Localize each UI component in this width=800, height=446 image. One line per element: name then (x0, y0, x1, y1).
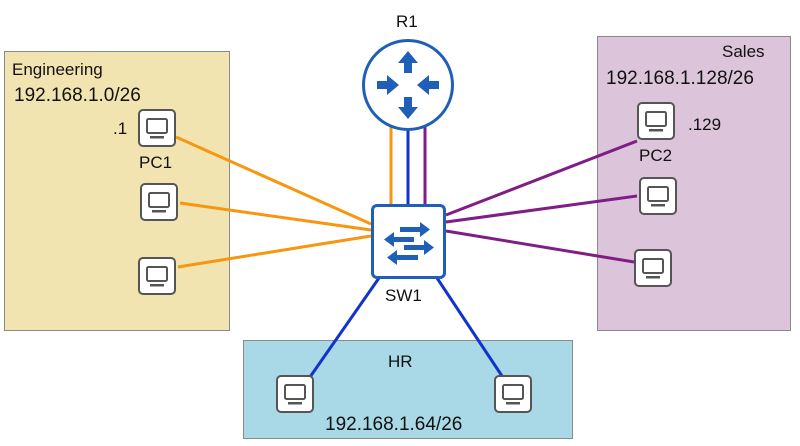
link-eng-pc2-sw1 (179, 201, 372, 232)
router-icon (377, 51, 439, 119)
pc2[interactable] (637, 102, 675, 140)
pc-icon (642, 258, 664, 279)
sales-zone-name: Sales (722, 42, 765, 61)
sales-subnet: 192.168.1.128/26 (606, 68, 754, 89)
link-sales-pc2-sw1 (445, 194, 638, 224)
link-hr-pc1-sw1 (308, 277, 381, 378)
switch-icon (384, 222, 434, 265)
link-pc1-sw1 (175, 135, 372, 226)
link-eng-pc3-sw1 (177, 234, 372, 269)
engineering-zone-name: Engineering (12, 60, 103, 79)
pc-icon (645, 111, 667, 132)
pc1[interactable] (138, 109, 176, 147)
link-sales-pc3-sw1 (445, 229, 635, 264)
engineering-subnet: 192.168.1.0/26 (14, 85, 141, 106)
link-hr-pc2-sw1 (435, 277, 504, 377)
switch-label: SW1 (385, 286, 422, 305)
pc-icon (284, 384, 306, 405)
pc-icon (502, 384, 524, 405)
hr-pc-1[interactable] (276, 375, 314, 413)
pc1-host-address: .1 (113, 119, 128, 138)
pc-icon (146, 118, 168, 139)
sales-pc-2[interactable] (639, 177, 677, 215)
pc-icon (148, 192, 170, 213)
router-r1[interactable] (362, 39, 454, 131)
pc-icon (146, 266, 168, 287)
hr-pc-2[interactable] (494, 375, 532, 413)
pc-icon (647, 186, 669, 207)
pc1-label: PC1 (139, 153, 173, 172)
engineering-pc-2[interactable] (140, 183, 178, 221)
pc2-host-address: .129 (688, 115, 722, 134)
engineering-zone (4, 51, 230, 331)
router-label: R1 (396, 12, 418, 31)
switch-sw1[interactable] (371, 204, 446, 279)
hr-subnet: 192.168.1.64/26 (325, 414, 463, 435)
hr-zone-name: HR (388, 352, 413, 371)
engineering-pc-3[interactable] (138, 257, 176, 295)
sales-zone (597, 36, 791, 331)
sales-pc-3[interactable] (634, 249, 672, 287)
pc2-label: PC2 (639, 146, 673, 165)
link-pc2-sw1 (445, 139, 638, 217)
